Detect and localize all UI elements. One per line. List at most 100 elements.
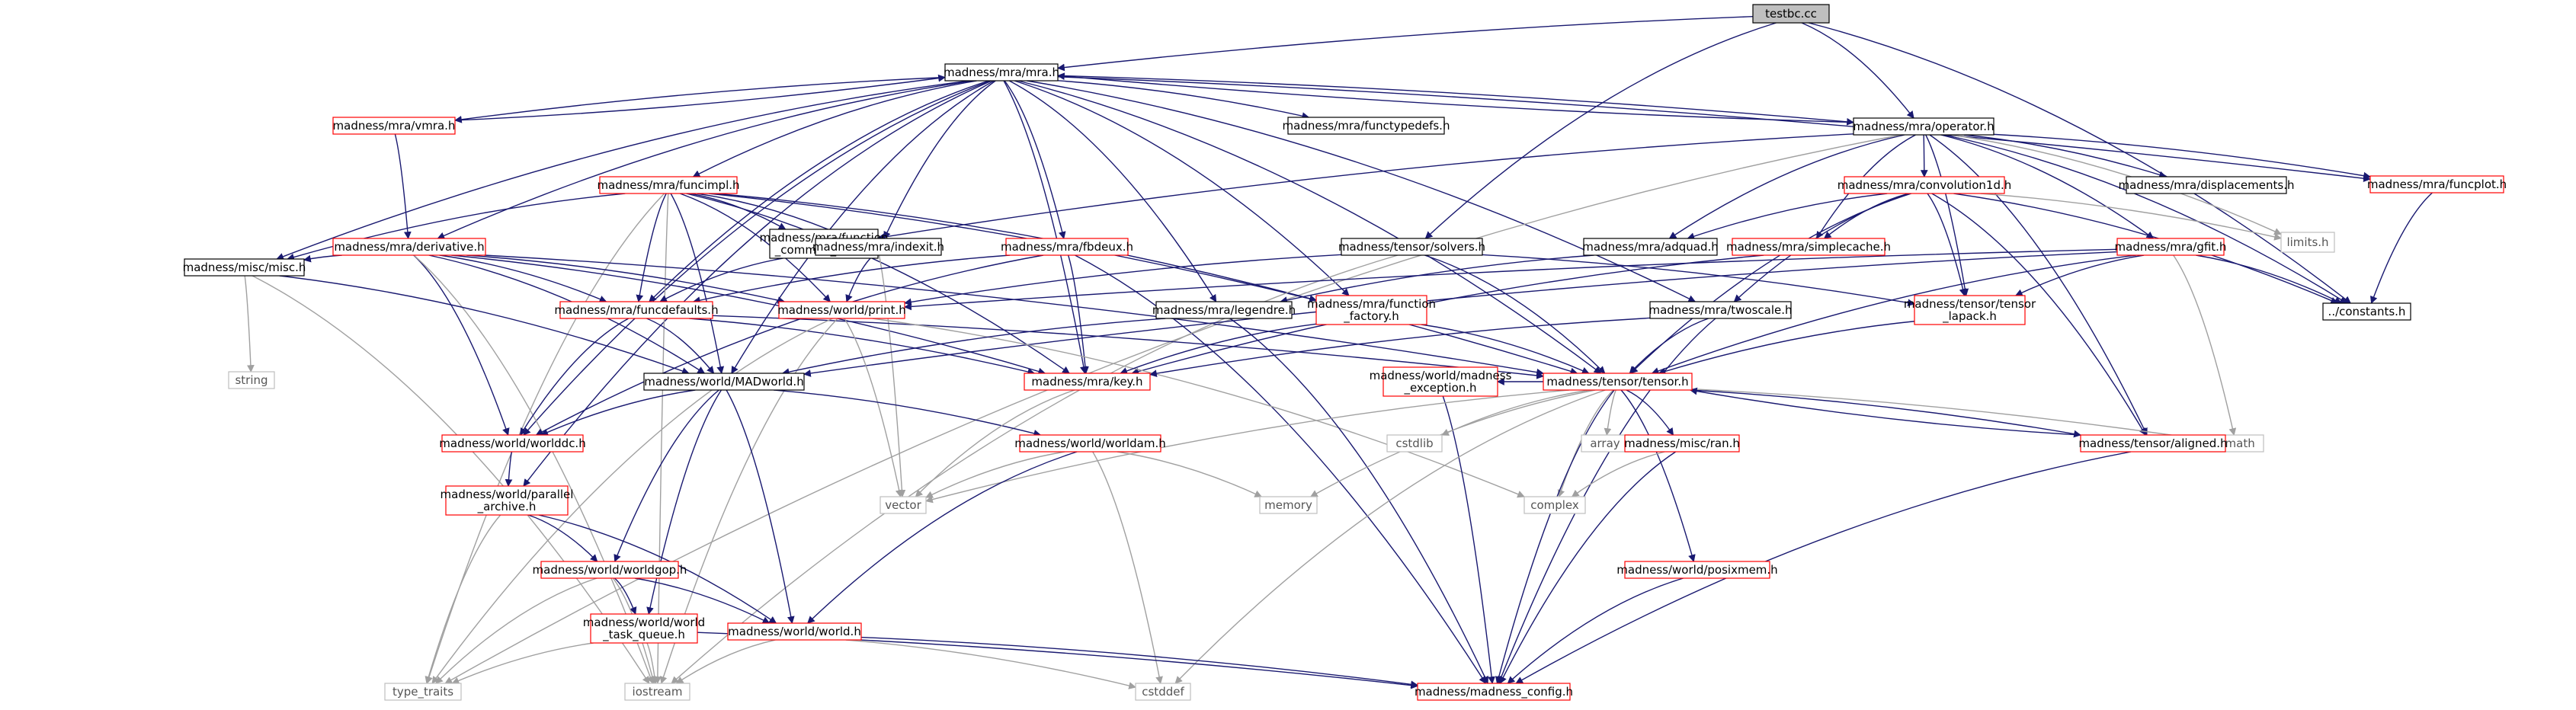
node-misc[interactable]: madness/misc/misc.h (183, 258, 306, 277)
node-madworld[interactable]: madness/world/MADworld.h (643, 373, 805, 391)
node-fbdeux[interactable]: madness/mra/fbdeux.h (1001, 238, 1133, 256)
node-constants[interactable]: ../constants.h (2322, 302, 2411, 321)
edge-mra-to-parallel_archive (523, 80, 992, 487)
node-solvers[interactable]: madness/tensor/solvers.h (1338, 238, 1485, 256)
edge-madworld-to-world (726, 389, 795, 624)
node-box (1649, 301, 1792, 319)
node-box (1417, 683, 1571, 701)
edge-convolution1d-to-adquad (1687, 193, 1888, 240)
edge-twoscale-to-madness_config (1498, 318, 1716, 684)
edge-funcimpl-to-funcdefaults (636, 193, 667, 302)
edge-mra-to-twoscale (1027, 80, 1697, 302)
node-worlddc[interactable]: madness/world/worlddc.h (439, 434, 586, 453)
edge-tensor-to-aligned (1690, 389, 2081, 438)
edge-tensor_lapack-to-tensor (1658, 321, 1915, 376)
node-madness-config[interactable]: madness/madness_config.h (1415, 683, 1573, 701)
node-tensor-lapack[interactable]: madness/tensor/tensor_lapack.h (1904, 295, 2036, 325)
node-print[interactable]: madness/world/print.h (777, 301, 906, 319)
node-twoscale[interactable]: madness/mra/twoscale.h (1648, 301, 1793, 319)
edge-worlddc-to-parallel_archive (505, 451, 513, 487)
node-key[interactable]: madness/mra/key.h (1024, 373, 1151, 391)
node-world[interactable]: madness/world/world.h (727, 622, 862, 641)
edge-key-to-vector (915, 389, 1075, 497)
edge-convolution1d-to-constants (1953, 193, 2338, 305)
node-aligned[interactable]: madness/tensor/aligned.h (2078, 434, 2228, 453)
node-label: testbc.cc (1765, 7, 1817, 21)
node-label: complex (1530, 498, 1579, 512)
node-label: memory (1264, 498, 1312, 512)
node-label: madness/mra/gfit.h (2115, 240, 2227, 254)
node-testbc[interactable]: testbc.cc (1752, 4, 1830, 24)
node-worldam[interactable]: madness/world/worldam.h (1014, 434, 1166, 453)
node-box (1624, 434, 1740, 453)
node-simplecache[interactable]: madness/mra/simplecache.h (1726, 238, 1891, 256)
node-box (384, 683, 462, 701)
edge-gfit-to-tensor (1651, 254, 2136, 375)
node-label: madness/world/world.h (728, 625, 861, 638)
node-tensor[interactable]: madness/tensor/tensor.h (1543, 373, 1693, 391)
node-functypedefs[interactable]: madness/mra/functypedefs.h (1283, 117, 1450, 135)
edge-adquad-to-legendre (1280, 254, 1594, 304)
edge-operator-to-limits (1951, 134, 2282, 235)
edge-mra-to-key (1003, 80, 1088, 374)
node-funcdefaults[interactable]: madness/mra/funcdefaults.h (554, 301, 719, 319)
node-label: madness/mra/vmra.h (333, 119, 456, 133)
node-box (228, 371, 275, 389)
node-box (1844, 176, 2005, 194)
node-label: madness/mra/key.h (1031, 375, 1142, 389)
node-adquad[interactable]: madness/mra/adquad.h (1582, 238, 1719, 256)
node-box (944, 63, 1059, 82)
node-box (1259, 496, 1318, 514)
node-label: ../constants.h (2328, 305, 2406, 318)
edge-operator-to-adquad (1668, 134, 1905, 239)
edge-gfit-to-madworld (803, 251, 2118, 377)
node-memory: memory (1259, 496, 1318, 514)
node-label: madness/tensor/solvers.h (1338, 240, 1485, 254)
node-gfit[interactable]: madness/mra/gfit.h (2115, 238, 2227, 256)
node-displacements[interactable]: madness/mra/displacements.h (2119, 176, 2295, 194)
node-cstdlib: cstdlib (1386, 434, 1443, 453)
edge-solvers-to-iostream (671, 254, 1399, 684)
node-convolution1d[interactable]: madness/mra/convolution1d.h (1837, 176, 2012, 194)
node-box (1853, 117, 1994, 136)
node-parallel-archive[interactable]: madness/world/parallel_archive.h (441, 485, 574, 516)
edge-aligned-to-tensor (1689, 387, 2081, 436)
edge-mra-to-functypedefs (1057, 80, 1310, 120)
edge-funcimpl-to-madworld (670, 193, 725, 374)
node-posixmem[interactable]: madness/world/posixmem.h (1616, 561, 1778, 579)
edge-world-to-iostream (675, 639, 776, 684)
edge-parallel_archive-to-type_traits (425, 514, 501, 684)
edge-operator-to-aligned (1929, 134, 2148, 436)
node-box (1523, 496, 1586, 514)
node-box (643, 373, 805, 391)
node-madness-exception[interactable]: madness/world/madness_exception.h (1370, 366, 1512, 397)
node-mra[interactable]: madness/mra/mra.h (944, 63, 1059, 82)
node-vmra[interactable]: madness/mra/vmra.h (332, 117, 456, 135)
node-ran[interactable]: madness/misc/ran.h (1624, 434, 1740, 453)
node-label: cmath (2219, 437, 2254, 450)
node-funcplot[interactable]: madness/mra/funcplot.h (2367, 175, 2507, 193)
node-box (1024, 373, 1151, 391)
edge-world_task_queue-to-iostream (646, 642, 658, 684)
edge-mra-to-madworld (731, 80, 995, 374)
node-world-task-queue[interactable]: madness/world/world_task_queue.h (583, 613, 705, 644)
node-iostream: iostream (624, 683, 690, 701)
node-function-factory[interactable]: madness/mra/function_factory.h (1307, 295, 1436, 325)
node-indexit[interactable]: madness/mra/indexit.h (812, 238, 944, 256)
edge-world_task_queue-to-type_traits (451, 642, 594, 685)
node-box (559, 301, 713, 319)
edge-twoscale-to-key (1149, 317, 1651, 378)
edge-funcimpl-to-tensor (709, 193, 1578, 376)
edge-funcimpl-to-function_factory (715, 193, 1317, 302)
edge-mra-to-tensor (1017, 80, 1602, 374)
node-worldgop[interactable]: madness/world/worldgop.h (533, 561, 687, 579)
node-operator[interactable]: madness/mra/operator.h (1853, 117, 1994, 136)
node-box (2280, 232, 2335, 253)
node-legendre[interactable]: madness/mra/legendre.h (1152, 301, 1296, 319)
node-label: _task_queue.h (602, 628, 685, 642)
node-label: madness/mra/displacements.h (2119, 178, 2295, 192)
node-label: string (235, 373, 268, 387)
edge-operator-to-constants (1943, 134, 2348, 304)
node-funcimpl[interactable]: madness/mra/funcimpl.h (597, 176, 740, 194)
node-derivative[interactable]: madness/mra/derivative.h (332, 238, 486, 256)
